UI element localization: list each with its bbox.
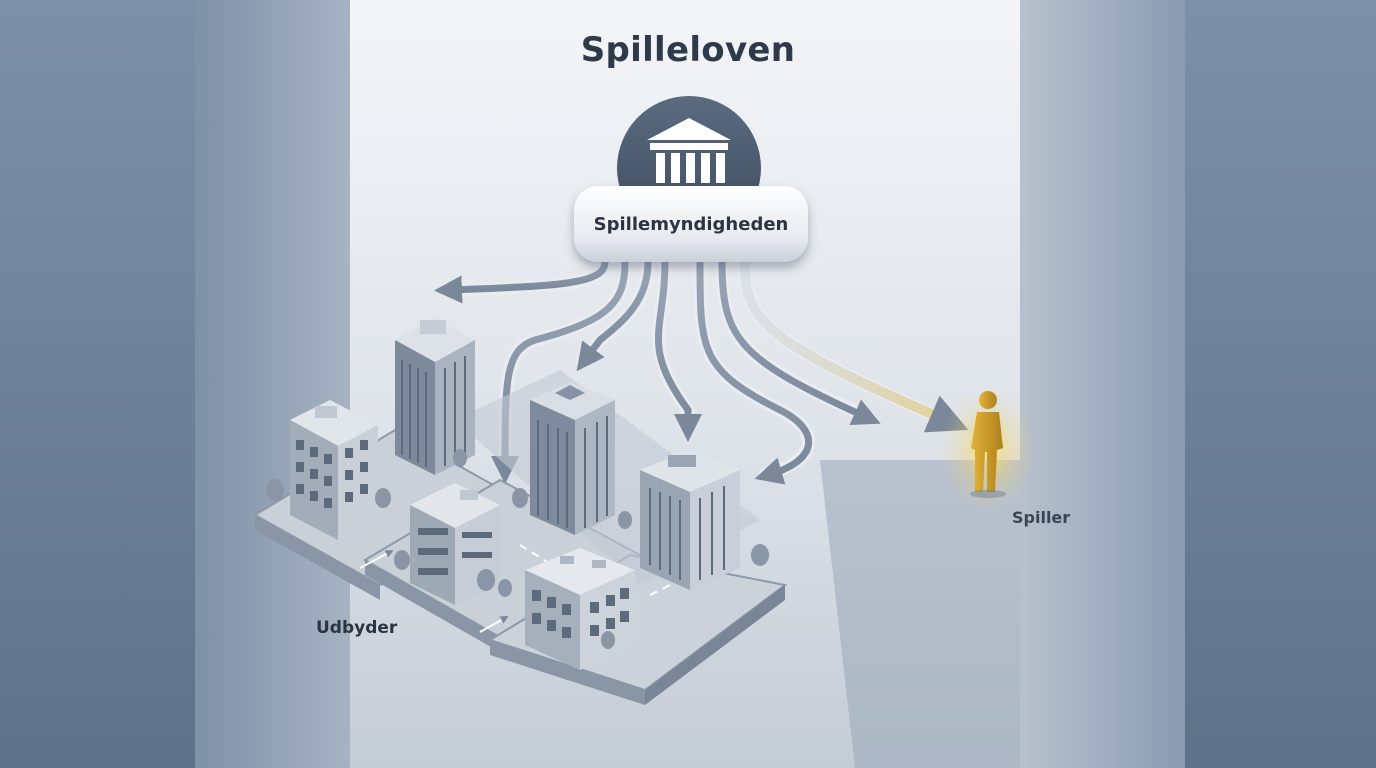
office-buildings-icon [253,318,788,705]
regulation-arrows [434,255,969,485]
authority-pill [574,186,808,262]
diagram-title: Spilleloven [580,30,796,70]
person-icon [940,388,1036,512]
player-label: Spiller [1012,508,1071,527]
authority-label: Spillemyndigheden [593,214,789,235]
provider-label: Udbyder [316,618,398,638]
